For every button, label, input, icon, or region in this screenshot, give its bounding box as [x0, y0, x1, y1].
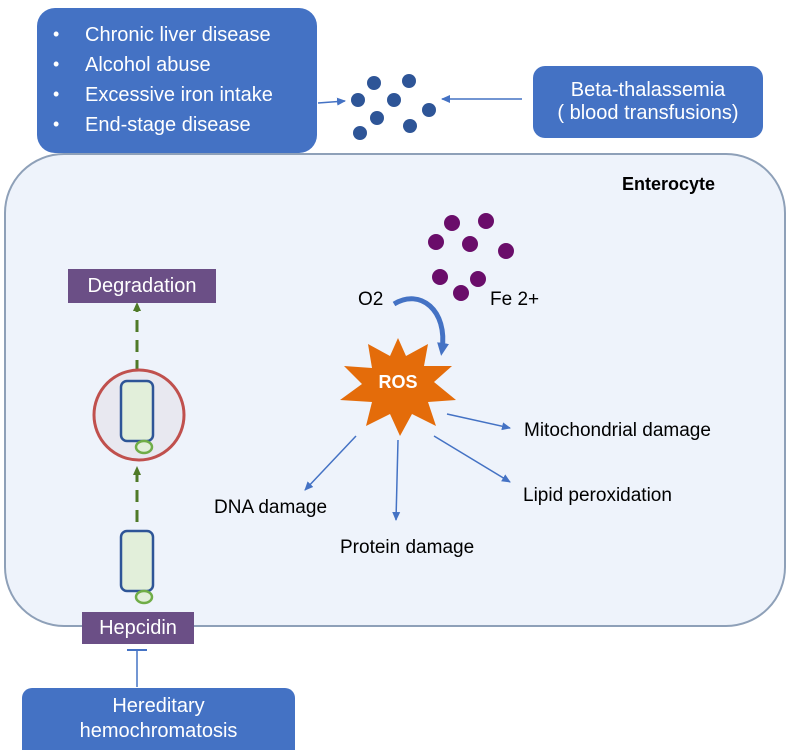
- cause-end-stage-disease: End-stage disease: [85, 114, 251, 136]
- cause-excessive-iron-intake: Excessive iron intake: [85, 84, 273, 106]
- fe2-dot: [428, 234, 444, 250]
- o2-label: O2: [358, 289, 384, 310]
- fe2-dot: [462, 236, 478, 252]
- beta-thalassemia-title: Beta-thalassemia: [570, 79, 726, 101]
- beta-thalassemia-subtitle: ( blood transfusions): [557, 102, 739, 124]
- hereditary-line1: Hereditary: [112, 695, 205, 717]
- ferroportin-internalized: [119, 379, 155, 443]
- ferroportin-membrane: [119, 529, 155, 593]
- iron-dot: [353, 126, 367, 140]
- hereditary-hemochromatosis-box: Hereditary hemochromatosis: [22, 688, 295, 750]
- arrow-ros-to-lipid: [433, 435, 511, 483]
- hepcidin-label: Hepcidin: [82, 612, 194, 644]
- iron-dot: [402, 74, 416, 88]
- fe2-dot: [444, 215, 460, 231]
- fe2-dot: [478, 213, 494, 229]
- cause-alcohol-abuse: Alcohol abuse: [85, 54, 211, 76]
- hepcidin-bound-membrane: [134, 589, 154, 605]
- causes-box: • Chronic liver disease • Alcohol abuse • E…: [37, 8, 317, 153]
- degradation-label: Degradation: [68, 269, 216, 303]
- iron-dot: [422, 103, 436, 117]
- fe2-dot: [453, 285, 469, 301]
- ros-starburst: [340, 338, 456, 436]
- arrow-ros-to-mitochondrial: [446, 413, 511, 431]
- arrow-ros-to-protein: [392, 439, 401, 521]
- cause-item: • Alcohol abuse: [53, 54, 211, 77]
- ros-label: ROS: [378, 372, 418, 392]
- iron-dot: [370, 111, 384, 125]
- curved-arrow-o2-to-ros: [392, 296, 449, 356]
- iron-dot: [387, 93, 401, 107]
- fe2-dots: [428, 213, 514, 301]
- cause-item: • Excessive iron intake: [53, 84, 273, 107]
- iron-dot: [403, 119, 417, 133]
- arrow-causes-to-iron: [317, 97, 346, 106]
- mitochondrial-damage-label: Mitochondrial damage: [524, 420, 711, 441]
- fe2-dot: [432, 269, 448, 285]
- bullet-icon: •: [53, 24, 60, 44]
- bullet-icon: •: [53, 84, 60, 104]
- lipid-peroxidation-label: Lipid peroxidation: [523, 485, 672, 506]
- fe2-label: Fe 2+: [490, 289, 540, 310]
- beta-thalassemia-box: Beta-thalassemia ( blood transfusions): [533, 66, 763, 138]
- bullet-icon: •: [53, 114, 60, 134]
- enterocyte-label: Enterocyte: [622, 174, 716, 194]
- iron-dots-blue: [351, 74, 436, 140]
- cause-item: • End-stage disease: [53, 114, 251, 137]
- hereditary-line2: hemochromatosis: [79, 720, 238, 742]
- fe2-dot: [498, 243, 514, 259]
- protein-damage-label: Protein damage: [340, 537, 475, 558]
- dna-damage-label: DNA damage: [214, 497, 328, 518]
- cause-chronic-liver-disease: Chronic liver disease: [85, 24, 271, 46]
- hepcidin-bound-internalized: [134, 439, 154, 455]
- bullet-icon: •: [53, 54, 60, 74]
- arrow-ros-to-dna: [304, 435, 357, 491]
- cause-item: • Chronic liver disease: [53, 24, 271, 47]
- fe2-dot: [470, 271, 486, 287]
- iron-dot: [367, 76, 381, 90]
- iron-dot: [351, 93, 365, 107]
